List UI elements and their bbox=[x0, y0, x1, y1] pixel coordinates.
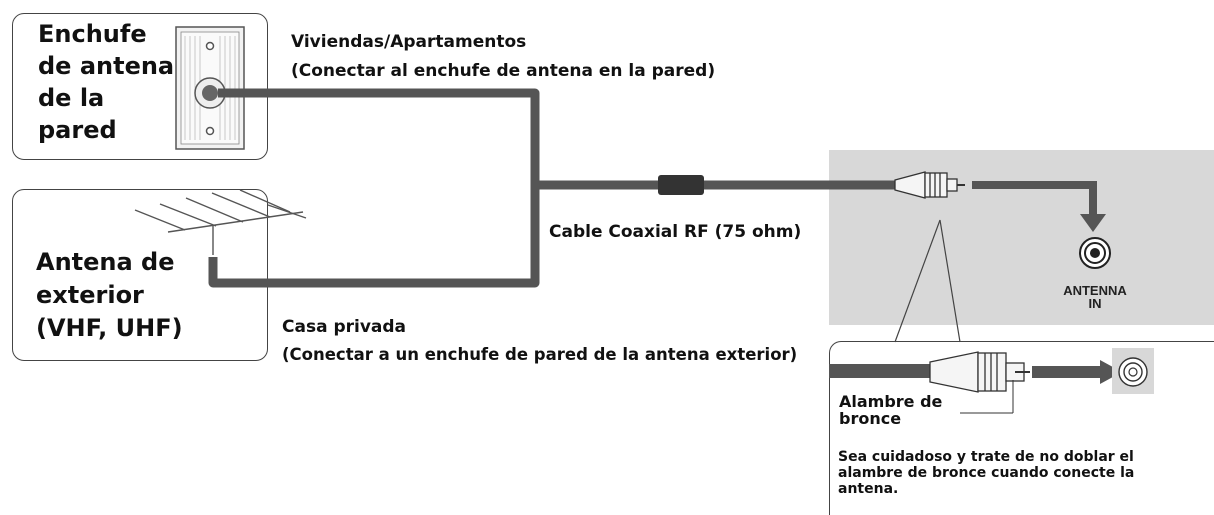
wall-outlet-label-line: de la bbox=[38, 84, 105, 112]
wall-outlet-label: Enchufe de antena de la pared bbox=[38, 18, 174, 146]
outdoor-antenna-label-line: Antena de bbox=[36, 248, 175, 276]
outdoor-antenna-label-line: (VHF, UHF) bbox=[36, 314, 183, 342]
antenna-in-label: ANTENNA IN bbox=[1045, 284, 1145, 310]
apartments-note: (Conectar al enchufe de antena en la par… bbox=[291, 61, 716, 81]
cable-label: Cable Coaxial RF (75 ohm) bbox=[549, 222, 802, 242]
detail-cable bbox=[829, 364, 933, 378]
callout-line-left bbox=[894, 219, 941, 343]
private-house-note: (Conectar a un enchufe de pared de la an… bbox=[282, 345, 798, 364]
antenna-in-label-line: IN bbox=[1088, 296, 1102, 311]
detail-connector-icon bbox=[929, 351, 1030, 414]
tv-rear-panel bbox=[829, 150, 1214, 325]
apartments-title: Viviendas/Apartamentos bbox=[291, 32, 527, 52]
ferrite-core bbox=[658, 175, 704, 195]
brass-wire-label-line: bronce bbox=[839, 409, 902, 428]
wall-outlet-label-line: Enchufe bbox=[38, 20, 147, 48]
wall-outlet-label-line: pared bbox=[38, 116, 117, 144]
yagi-antenna-icon bbox=[134, 189, 307, 255]
detail-port-icon bbox=[1112, 348, 1154, 394]
wall-outlet-label-line: de antena bbox=[38, 52, 175, 80]
outdoor-antenna-label: Antena de exterior (VHF, UHF) bbox=[36, 246, 183, 345]
outdoor-antenna-box bbox=[12, 189, 268, 361]
connect-arrow-head bbox=[1080, 214, 1106, 232]
f-connector-icon bbox=[894, 171, 965, 199]
detail-arrow-head bbox=[1100, 360, 1122, 384]
antenna-in-port-icon bbox=[1079, 237, 1111, 269]
private-house-title: Casa privada bbox=[282, 317, 407, 337]
wall-plate-icon bbox=[175, 26, 245, 150]
antenna-in-label-line: ANTENNA bbox=[1063, 283, 1127, 298]
brass-wire-label: Alambre de bronce bbox=[839, 393, 942, 427]
outdoor-antenna-label-line: exterior bbox=[36, 281, 144, 309]
connect-arrow bbox=[972, 181, 1097, 216]
coax-cable bbox=[208, 88, 900, 288]
callout-line-right bbox=[939, 219, 961, 343]
brass-wire-label-line: Alambre de bbox=[839, 392, 943, 411]
detail-arrow-shaft bbox=[1032, 366, 1104, 378]
caution-text: Sea cuidadoso y trate de no doblar el al… bbox=[838, 449, 1135, 497]
